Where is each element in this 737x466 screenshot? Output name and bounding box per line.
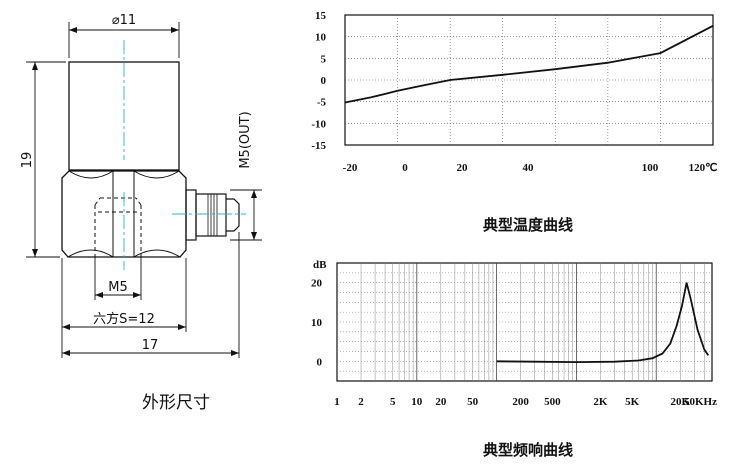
x-tick-label: 100 — [642, 162, 659, 174]
x-tick-label: 20K — [670, 396, 690, 408]
y-tick-label: 10 — [311, 317, 323, 329]
hex-dimension-label: 六方S=12 — [93, 311, 155, 327]
x-tick-label: 0 — [402, 162, 408, 174]
chart-grid — [345, 15, 713, 145]
x-tick-label: 500 — [544, 396, 561, 408]
x-tick-label: 20 — [457, 162, 469, 174]
x-tick-label: 50KHz — [684, 396, 717, 408]
temperature-chart: 15 10 5 0 -5 -10 -15 -20 0 20 40 100 120℃ 典型温度曲线 — [311, 10, 717, 234]
y-tick-label: 0 — [321, 75, 327, 87]
y-axis-ticks: 15 10 5 0 -5 -10 -15 — [311, 10, 326, 152]
x-tick-label: 40 — [523, 162, 535, 174]
y-tick-label: 20 — [311, 278, 323, 290]
frequency-response-curve — [496, 282, 710, 364]
y-tick-label: 0 — [317, 356, 323, 368]
height-dimension-label: 19 — [20, 152, 35, 169]
y-tick-label: 10 — [315, 32, 327, 44]
thread-dimension-label: M5 — [108, 280, 128, 295]
x-tick-label: 50 — [467, 396, 479, 408]
chart-grid — [337, 263, 712, 381]
dimension-lines — [26, 22, 262, 358]
y-axis-ticks: 20 10 0 — [311, 278, 323, 369]
x-tick-label: 5K — [625, 396, 640, 408]
centre-lines — [123, 40, 246, 270]
connector-collar — [185, 189, 197, 241]
x-axis-ticks: -20 0 20 40 100 120℃ — [343, 162, 718, 174]
hex-chamfer — [67, 249, 181, 258]
diameter-dimension-label: ⌀11 — [112, 13, 136, 28]
temperature-curve — [344, 25, 714, 104]
temperature-chart-title: 典型温度曲线 — [483, 216, 573, 234]
x-tick-label: 20 — [435, 396, 447, 408]
hex-chamfer — [68, 170, 180, 179]
drawing-caption: 外形尺寸 — [142, 393, 210, 413]
y-tick-label: 15 — [315, 10, 327, 22]
frequency-chart-title: 典型频响曲线 — [483, 441, 573, 459]
dimension-arrows — [32, 27, 257, 356]
x-tick-label: 2K — [593, 396, 608, 408]
x-tick-label: 1 — [334, 396, 340, 408]
x-tick-label: 2 — [358, 396, 364, 408]
connector-dimension-label: M5(OUT) — [238, 111, 253, 168]
hidden-thread-hole — [94, 197, 142, 257]
outline-drawing — [26, 22, 262, 358]
connector-tip — [226, 198, 240, 232]
x-tick-label: 5 — [390, 396, 396, 408]
y-tick-label: -5 — [317, 97, 327, 109]
y-tick-label: -15 — [311, 140, 326, 152]
y-axis-unit: dB — [313, 259, 327, 271]
x-tick-label: -20 — [343, 162, 358, 174]
x-tick-label: 120℃ — [689, 162, 718, 174]
x-tick-label: 200 — [512, 396, 529, 408]
connector-thread — [207, 194, 218, 236]
x-tick-label: 10 — [411, 396, 423, 408]
hex-base — [61, 170, 187, 258]
y-tick-label: -10 — [311, 118, 326, 130]
width-dimension-label: 17 — [142, 338, 159, 353]
y-tick-label: 5 — [321, 53, 327, 65]
sensor-cylinder — [68, 61, 180, 171]
